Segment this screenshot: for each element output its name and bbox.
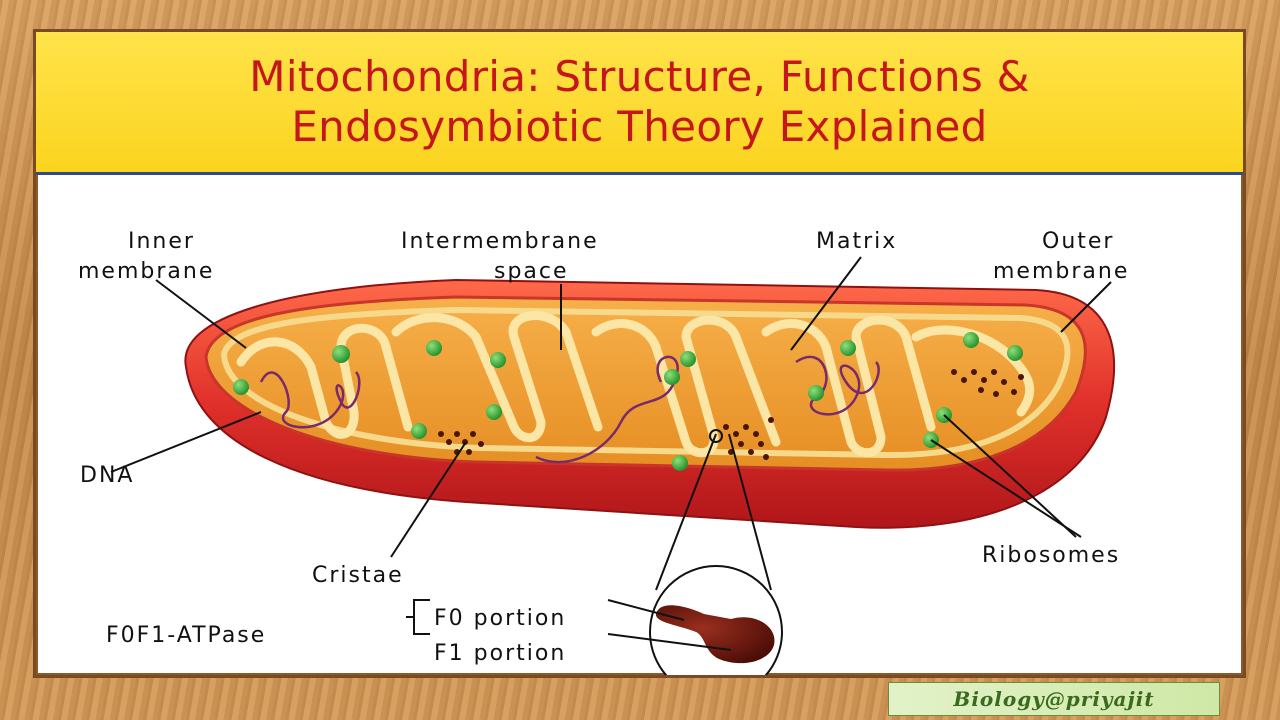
watermark-badge: Biology@priyajit <box>888 682 1220 716</box>
label-intermembrane-2: space <box>494 259 569 284</box>
matrix-region <box>204 295 1087 472</box>
dna-strands <box>259 355 880 464</box>
label-outer-membrane-2: membrane <box>993 259 1129 284</box>
mitochondria-diagram: Inner membrane Intermembrane space Matri… <box>78 229 1129 675</box>
atpase-zoom <box>649 429 783 675</box>
label-inner-membrane-1: Inner <box>128 229 195 254</box>
label-outer-membrane-1: Outer <box>1042 229 1114 254</box>
label-f1-portion: F1 portion <box>434 641 566 666</box>
whiteboard: Mitochondria: Structure, Functions & End… <box>36 32 1243 675</box>
leader-lines <box>110 256 1112 651</box>
label-intermembrane-1: Intermembrane <box>401 229 599 254</box>
title-line-2: Endosymbiotic Theory Explained <box>291 102 988 151</box>
label-ribosomes: Ribosomes <box>982 543 1120 568</box>
label-inner-membrane-2: membrane <box>78 259 214 284</box>
label-dna: DNA <box>80 463 134 488</box>
title-banner: Mitochondria: Structure, Functions & End… <box>36 32 1243 175</box>
label-f0-portion: F0 portion <box>434 606 566 631</box>
label-cristae: Cristae <box>312 563 404 588</box>
label-atpase: F0F1-ATPase <box>106 623 266 648</box>
label-matrix: Matrix <box>816 229 897 254</box>
watermark-text: Biology@priyajit <box>953 687 1155 711</box>
title-line-1: Mitochondria: Structure, Functions & <box>249 52 1030 101</box>
